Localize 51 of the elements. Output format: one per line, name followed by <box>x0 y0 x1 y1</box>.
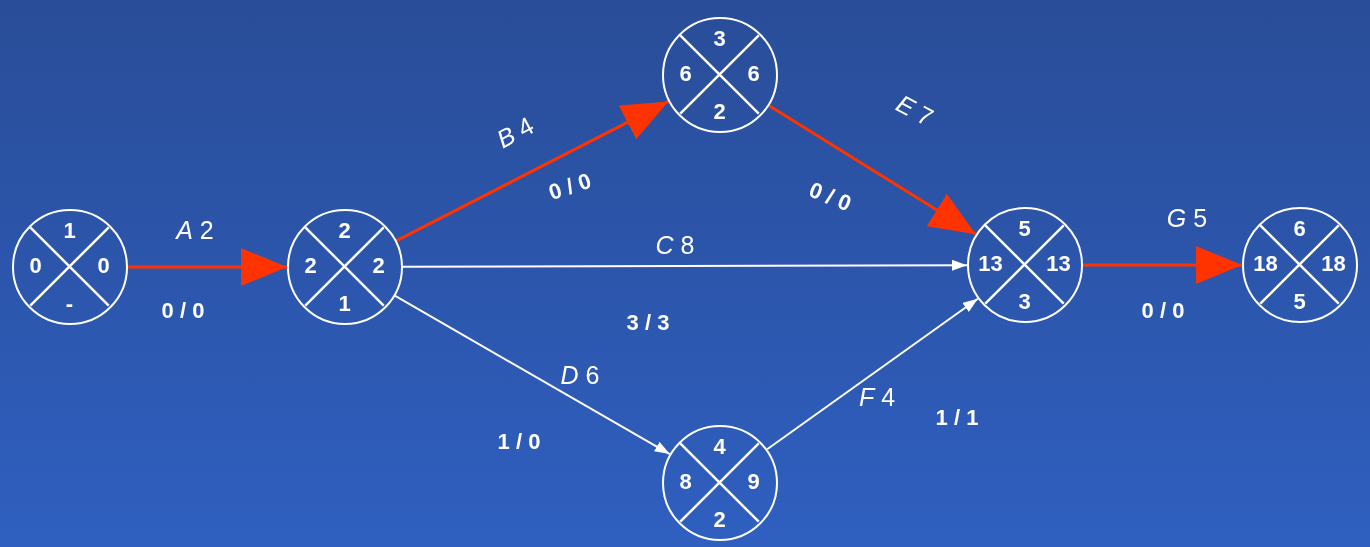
activity-arrow <box>1083 246 1242 284</box>
activity-label: E 7 <box>891 88 939 132</box>
activity-label: G 5 <box>1166 204 1208 232</box>
activity-label: F 4 <box>858 383 896 411</box>
activity-label: D 6 <box>560 361 600 389</box>
right-value: 2 <box>372 253 385 278</box>
bottom-value: 2 <box>713 99 726 124</box>
left-value: 6 <box>679 61 692 86</box>
earliest-time-value: 6 <box>1293 216 1306 241</box>
event-circle <box>662 17 778 133</box>
activity-label: B 4 <box>491 110 539 154</box>
bottom-value: 5 <box>1293 289 1306 314</box>
activity-arrow <box>128 248 287 286</box>
float-value: 0 / 0 <box>1141 299 1185 323</box>
bottom-value: 3 <box>1018 289 1031 314</box>
activity-label: A 2 <box>176 216 214 244</box>
activity-arrow <box>768 104 977 236</box>
float-value: 1 / 1 <box>935 406 979 430</box>
float-value: 1 / 0 <box>497 430 541 454</box>
activity-arrow <box>766 297 979 451</box>
bottom-value: - <box>65 291 74 316</box>
right-value: 9 <box>747 469 760 494</box>
activity-label: C 8 <box>655 231 695 259</box>
left-value: 0 <box>29 253 42 278</box>
left-value: 2 <box>304 253 317 278</box>
activity-arrow <box>394 294 671 456</box>
float-value: 0 / 0 <box>805 177 855 217</box>
right-value: 18 <box>1321 251 1346 276</box>
event-circle <box>967 207 1083 323</box>
earliest-time-value: 2 <box>338 218 351 243</box>
bottom-value: 2 <box>713 507 726 532</box>
float-value: 0 / 0 <box>161 299 205 323</box>
bottom-value: 1 <box>338 291 351 316</box>
earliest-time-value: 4 <box>713 434 726 459</box>
right-value: 0 <box>97 253 110 278</box>
activity-arrow <box>402 259 968 271</box>
earliest-time-value: 5 <box>1018 216 1031 241</box>
float-value: 3 / 3 <box>626 311 670 335</box>
earliest-time-value: 1 <box>63 218 76 243</box>
activity-arrow <box>395 100 670 242</box>
left-value: 13 <box>978 251 1003 276</box>
right-value: 6 <box>747 61 760 86</box>
earliest-time-value: 3 <box>713 26 726 51</box>
event-circle <box>12 209 128 325</box>
left-value: 18 <box>1253 251 1278 276</box>
event-circle <box>1242 207 1358 323</box>
event-circle <box>662 425 778 541</box>
left-value: 8 <box>679 469 692 494</box>
event-circle <box>287 209 403 325</box>
right-value: 13 <box>1046 251 1071 276</box>
float-value: 0 / 0 <box>545 168 595 206</box>
